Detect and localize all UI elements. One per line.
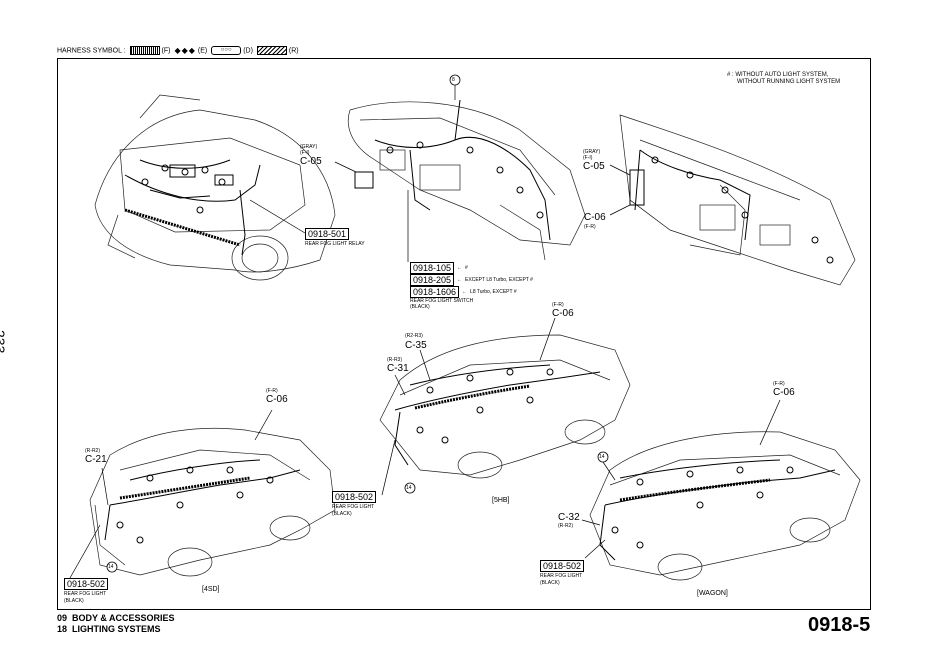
wagon-dash-c05-id: C-05 bbox=[583, 161, 605, 172]
note-marker: # : bbox=[727, 72, 734, 78]
dashboard-outline bbox=[347, 101, 586, 261]
wagon-dash-c05-spec: (GRAY) (F-I) bbox=[583, 149, 601, 161]
rear-fog-switch-parts: 0918-105 ← # 0918-205 ← EXCEPT L8 Turbo,… bbox=[410, 262, 533, 310]
hb5-c35-id: C-35 bbox=[405, 340, 427, 351]
footer-line-1: 09 BODY & ACCESSORIES bbox=[57, 613, 175, 623]
hb5-c31-spec: (R-R3) bbox=[387, 357, 402, 363]
hb5-c06-spec: (F-R) bbox=[552, 302, 564, 308]
sd4-c21-spec: (R-R2) bbox=[85, 448, 100, 454]
part-0918-205-note: EXCEPT L8 Turbo, EXCEPT # bbox=[465, 277, 533, 283]
hb5-c06-id: C-06 bbox=[552, 308, 574, 319]
wagon-rear-fog-label: REAR FOG LIGHT bbox=[540, 573, 583, 579]
note-line-1: WITHOUT AUTO LIGHT SYSTEM, bbox=[735, 72, 829, 78]
rear-fog-light-relay-label: REAR FOG LIGHT RELAY bbox=[305, 241, 365, 247]
harness-symbol-d-swatch: ○○○ bbox=[211, 46, 242, 55]
sedan-4sd-outline bbox=[89, 427, 336, 577]
engine-bay-car-outline bbox=[94, 94, 336, 281]
harness-symbol-e-code: (E) bbox=[197, 47, 208, 55]
note-line-2: WITHOUT RUNNING LIGHT SYSTEM bbox=[737, 79, 841, 85]
note-block: # : WITHOUT AUTO LIGHT SYSTEM, WITHOUT R… bbox=[727, 72, 840, 86]
harness-symbol-f-swatch bbox=[129, 46, 160, 55]
wagon-callout-14: 14 bbox=[599, 454, 605, 460]
sd4-rear-fog-label: REAR FOG LIGHT bbox=[64, 591, 107, 597]
sd4-c06-id: C-06 bbox=[266, 394, 288, 405]
wagon-dashboard-outline bbox=[619, 114, 856, 286]
hb5-view-label: [5HB] bbox=[492, 497, 510, 504]
harness-symbol-r-swatch bbox=[256, 46, 287, 55]
harness-symbol-legend: HARNESS SYMBOL : (F) ◆◆◆(E) ○○○(D) (R) bbox=[57, 46, 299, 55]
sd4-rear-fog-box: 0918-502 bbox=[64, 578, 109, 590]
wagon-c32-spec: (R-R2) bbox=[558, 523, 573, 529]
part-0918-105-note: # bbox=[465, 265, 468, 271]
rear-fog-switch-color: (BLACK) bbox=[410, 304, 430, 310]
rear-fog-light-relay-box: 0918-501 bbox=[305, 228, 350, 240]
footer-line-2: 18 LIGHTING SYSTEMS bbox=[57, 624, 161, 634]
harness-symbol-label: HARNESS SYMBOL : bbox=[57, 47, 126, 55]
wagon-rear-fog-color: (BLACK) bbox=[540, 580, 560, 586]
wagon-dash-c06-spec: (F-R) bbox=[584, 224, 596, 230]
wagon-outline bbox=[589, 431, 861, 581]
rear-fog-switch-label: REAR FOG LIGHT SWITCH bbox=[410, 298, 474, 304]
part-0918-1606: 0918-1606 bbox=[410, 286, 460, 298]
arrow-glyph: ← bbox=[462, 289, 468, 295]
dash-c05-id: C-05 bbox=[300, 156, 322, 167]
wagon-c06-id: C-06 bbox=[773, 387, 795, 398]
sd4-c21-id: C-21 bbox=[85, 454, 107, 465]
part-0918-105: 0918-105 bbox=[410, 262, 455, 274]
diagram-frame bbox=[57, 58, 871, 610]
wagon-rear-fog-box: 0918-502 bbox=[540, 560, 585, 572]
hb5-rear-fog-label: REAR FOG LIGHT bbox=[332, 504, 375, 510]
hb5-callout-14: 14 bbox=[406, 485, 412, 491]
page-code: 0918-5 bbox=[808, 614, 871, 636]
footer-section: 09 BODY & ACCESSORIES 18 LIGHTING SYSTEM… bbox=[57, 613, 175, 635]
wagon-view-label: [WAGON] bbox=[697, 590, 728, 597]
wagon-dash-c06-id: C-06 bbox=[584, 212, 606, 223]
sd4-c06-spec: (F-R) bbox=[266, 388, 278, 394]
harness-symbol-r-code: (R) bbox=[288, 47, 299, 55]
hb5-c35-spec: (R2-R3) bbox=[405, 333, 423, 339]
wagon-c32-id: C-32 bbox=[558, 512, 580, 523]
hb5-c31-id: C-31 bbox=[387, 363, 409, 374]
sd4-rear-fog-color: (BLACK) bbox=[64, 598, 84, 604]
dash-c05-spec: (GRAY) (F-I) bbox=[300, 144, 318, 156]
arrow-glyph: ← bbox=[457, 277, 463, 283]
arrow-glyph: ← bbox=[457, 265, 463, 271]
hb5-rear-fog-color: (BLACK) bbox=[332, 511, 352, 517]
hb5-rear-fog-box: 0918-502 bbox=[332, 491, 377, 503]
harness-symbol-f-code: (F) bbox=[161, 47, 171, 55]
sd4-callout-14: 14 bbox=[108, 564, 114, 570]
part-0918-1606-note: L8 Turbo, EXCEPT # bbox=[470, 289, 517, 295]
wagon-c06-spec: (F-R) bbox=[773, 381, 785, 387]
harness-symbol-e-swatch: ◆◆◆ bbox=[174, 46, 196, 55]
sd4-view-label: [4SD] bbox=[202, 586, 220, 593]
harness-symbol-d-code: (D) bbox=[243, 47, 253, 55]
hatchback-5hb-outline bbox=[379, 334, 631, 479]
dashboard-callout-8: 8 bbox=[452, 77, 455, 83]
part-0918-205: 0918-205 bbox=[410, 274, 455, 286]
